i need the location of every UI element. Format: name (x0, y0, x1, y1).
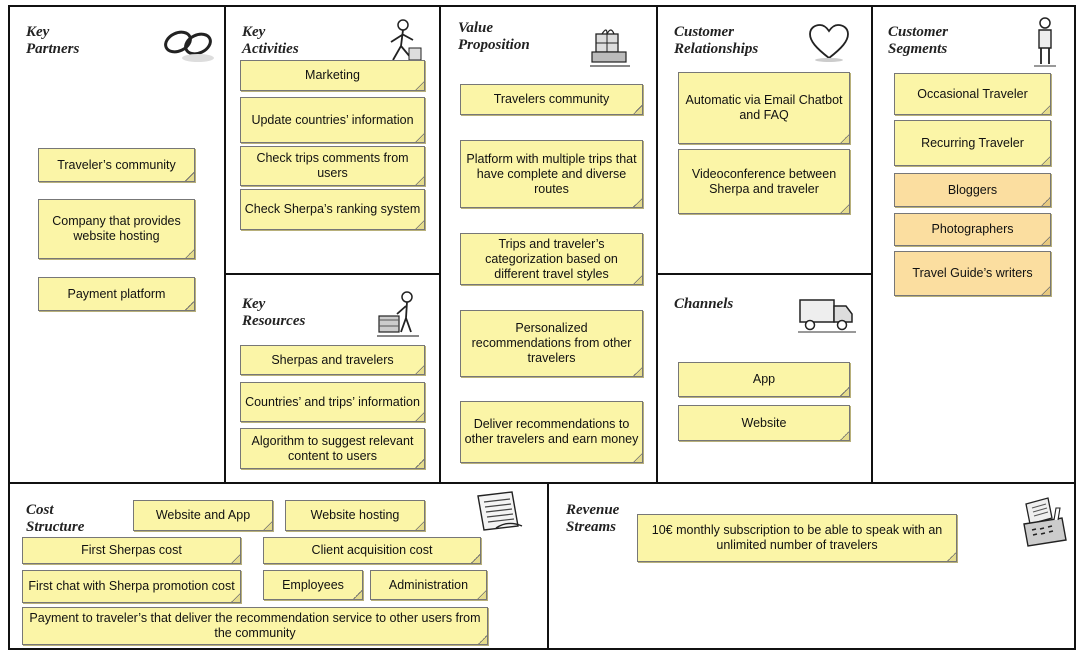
channels-note: Website (678, 405, 850, 441)
invoice-document-icon (477, 491, 523, 531)
cost-structure-note: First chat with Sherpa promotion cost (22, 570, 241, 603)
grid-line (224, 273, 440, 275)
key-partners-note: Company that provides website hosting (38, 199, 195, 259)
key-activities-note: Update countries’ information (240, 97, 425, 143)
revenue-streams-note: 10€ monthly subscription to be able to s… (637, 514, 957, 562)
grid-line (656, 5, 658, 483)
grid-line (656, 273, 872, 275)
customer-segments-note: Bloggers (894, 173, 1051, 207)
gift-boxes-icon (590, 29, 630, 67)
value-proposition-note: Platform with multiple trips that have c… (460, 140, 643, 208)
key-partners-note: Traveler’s community (38, 148, 195, 182)
cash-register-icon (1023, 497, 1067, 547)
delivery-truck-icon (798, 299, 856, 333)
customer-segments-note: Travel Guide’s writers (894, 251, 1051, 296)
chain-links-icon (164, 30, 214, 62)
person-working-icon (387, 19, 423, 63)
worker-with-crate-icon (377, 291, 419, 337)
cost-structure-note: Client acquisition cost (263, 537, 481, 564)
grid-line (8, 482, 1076, 484)
key-activities-note: Marketing (240, 60, 425, 91)
grid-line (8, 5, 10, 650)
key-resources-note: Countries’ and trips’ information (240, 382, 425, 422)
key-partners-note: Payment platform (38, 277, 195, 311)
cost-structure-note: Website hosting (285, 500, 425, 531)
key-resources-note: Algorithm to suggest relevant content to… (240, 428, 425, 469)
customer-relationships-note: Videoconference between Sherpa and trave… (678, 149, 850, 214)
value-proposition-note: Personalized recommendations from other … (460, 310, 643, 377)
channels-title: Channels (674, 296, 734, 312)
grid-line (8, 5, 1076, 7)
grid-line (871, 5, 873, 483)
grid-line (547, 482, 549, 650)
value-proposition-note: Travelers community (460, 84, 643, 115)
grid-line (439, 5, 441, 483)
customer-segments-note: Occasional Traveler (894, 73, 1051, 115)
cost-structure-note: Website and App (133, 500, 273, 531)
channels-note: App (678, 362, 850, 397)
heart-icon (809, 24, 849, 62)
cost-structure-note: Administration (370, 570, 487, 600)
key-resources-note: Sherpas and travelers (240, 345, 425, 375)
key-activities-note: Check Sherpa’s ranking system (240, 189, 425, 230)
customer-relationships-note: Automatic via Email Chatbot and FAQ (678, 72, 850, 144)
grid-line (1074, 5, 1076, 650)
customer-segments-note: Photographers (894, 213, 1051, 246)
grid-line (8, 648, 1076, 650)
cost-structure-note: First Sherpas cost (22, 537, 241, 564)
key-activities-note: Check trips comments from users (240, 146, 425, 186)
cost-structure-note: Employees (263, 570, 363, 600)
grid-line (224, 5, 226, 483)
cost-structure-note: Payment to traveler’s that deliver the r… (22, 607, 488, 645)
customer-segments-note: Recurring Traveler (894, 120, 1051, 166)
person-standing-icon (1034, 17, 1056, 67)
value-proposition-note: Deliver recommendations to other travele… (460, 401, 643, 463)
value-proposition-note: Trips and traveler’s categorization base… (460, 233, 643, 285)
